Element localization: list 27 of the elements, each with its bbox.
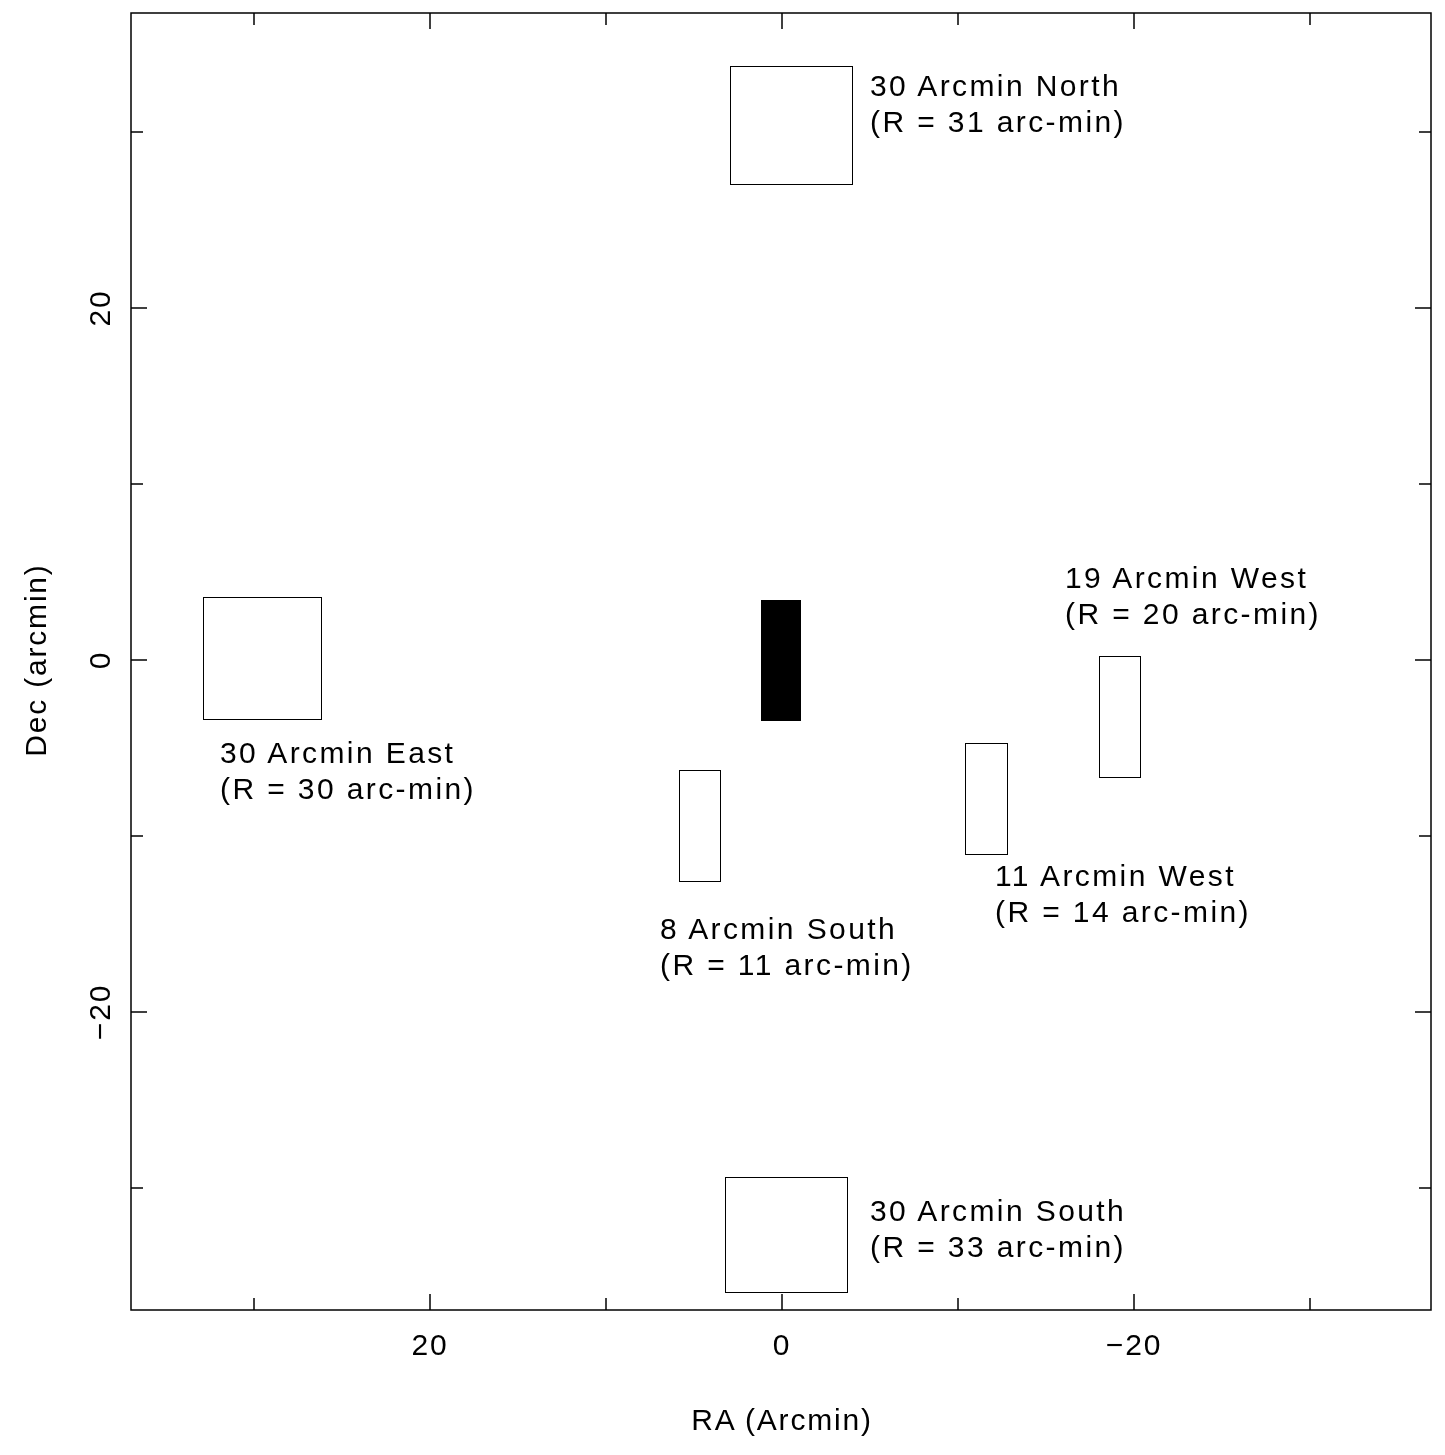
field-label: (R = 14 arc-min): [995, 894, 1251, 930]
field-rectangle: [203, 597, 322, 720]
field-rectangle: [725, 1177, 848, 1293]
field-label: (R = 33 arc-min): [870, 1229, 1126, 1265]
field-label: 30 Arcmin South: [870, 1193, 1127, 1229]
field-label: 8 Arcmin South: [660, 911, 898, 947]
axis-title: Dec (arcmin): [19, 563, 53, 757]
field-label: (R = 20 arc-min): [1065, 596, 1321, 632]
field-label: (R = 11 arc-min): [660, 947, 914, 983]
field-label: 11 Arcmin West: [995, 858, 1236, 894]
field-rectangle: [730, 66, 853, 185]
tick-label: 0: [83, 650, 117, 670]
axis-title: RA (Arcmin): [691, 1403, 873, 1437]
tick-label: 0: [772, 1328, 792, 1362]
field-label: (R = 31 arc-min): [870, 104, 1126, 140]
tick-label: −20: [1105, 1328, 1163, 1362]
field-rectangle: [679, 770, 721, 882]
field-rectangle: [965, 743, 1008, 855]
tick-label: 20: [83, 289, 117, 327]
tick-label: −20: [83, 983, 117, 1041]
field-label: 19 Arcmin West: [1065, 560, 1309, 596]
field-label: 30 Arcmin North: [870, 68, 1122, 104]
field-label: 30 Arcmin East: [220, 735, 456, 771]
field-rectangle: [1099, 656, 1141, 778]
filled-field-rectangle: [761, 600, 801, 721]
tick-label: 20: [411, 1328, 449, 1362]
field-label: (R = 30 arc-min): [220, 771, 476, 807]
